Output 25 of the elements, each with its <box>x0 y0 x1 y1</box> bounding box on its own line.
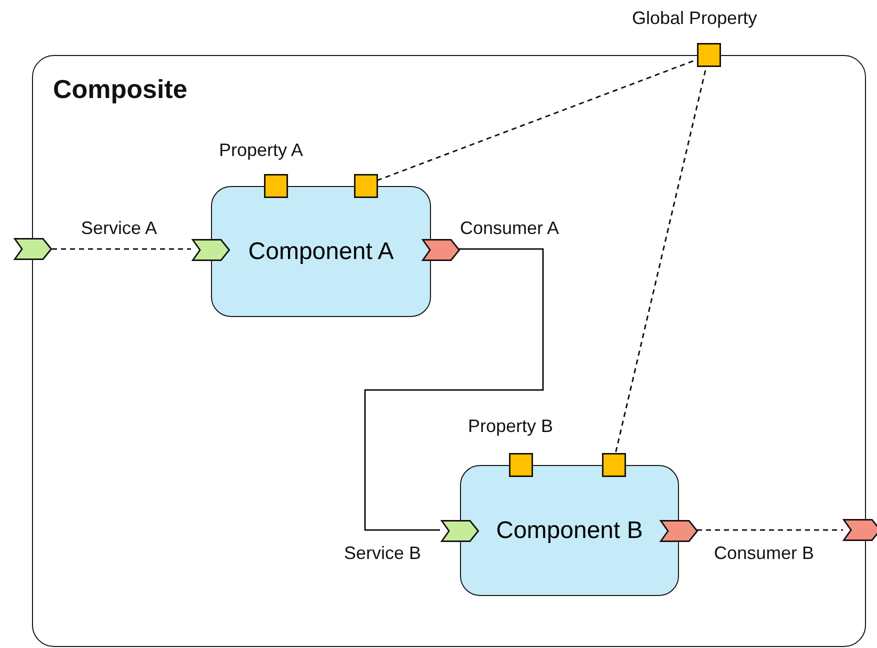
composite-title: Composite <box>53 74 188 105</box>
port-label: Consumer A <box>460 218 560 239</box>
connector <box>364 248 544 531</box>
port-chevron <box>192 239 230 261</box>
property-label: Property B <box>468 416 554 437</box>
connector <box>52 248 191 250</box>
property-label: Property A <box>219 140 304 161</box>
composite-frame <box>32 55 866 647</box>
component-label: Component B <box>496 516 643 544</box>
port-chevron <box>441 520 479 542</box>
port-chevron <box>660 520 698 542</box>
connector <box>697 529 843 531</box>
property-square <box>602 453 626 477</box>
component-label: Component A <box>248 238 394 266</box>
port-label: Global Property <box>632 8 758 29</box>
port-chevron <box>14 238 52 260</box>
port-chevron <box>843 519 877 541</box>
component-box <box>211 186 431 317</box>
port-label: Service B <box>344 543 422 564</box>
property-square <box>697 43 721 67</box>
property-square <box>509 453 533 477</box>
port-chevron <box>422 239 460 261</box>
property-square <box>264 174 288 198</box>
property-square <box>354 174 378 198</box>
component-box <box>460 465 679 596</box>
